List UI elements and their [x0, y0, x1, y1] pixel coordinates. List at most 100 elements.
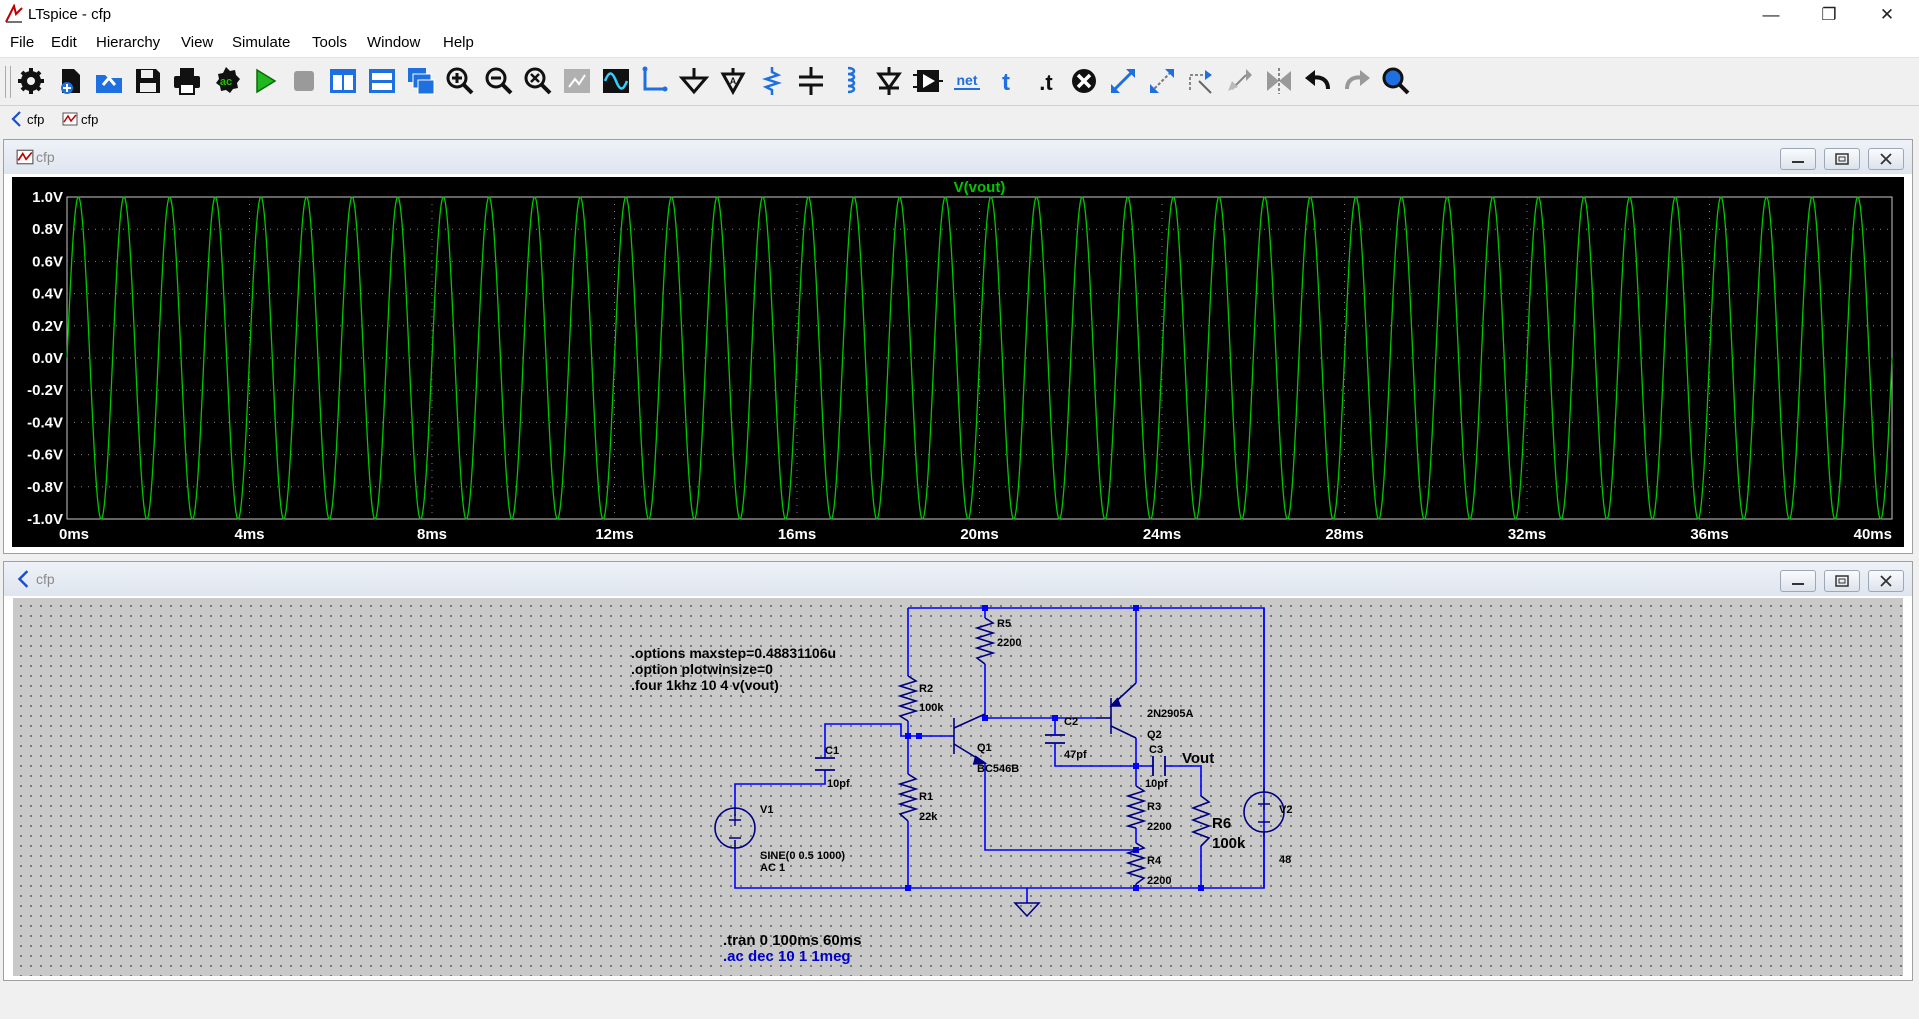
- net-label-vout[interactable]: Vout: [1182, 750, 1215, 767]
- close-button[interactable]: ✕: [1879, 5, 1895, 24]
- toolbar-rotate-button[interactable]: [1184, 64, 1218, 98]
- toolbar-cascade-button[interactable]: [404, 64, 438, 98]
- minimize-window-button[interactable]: [1780, 148, 1816, 170]
- c2-value[interactable]: 47pf: [1064, 749, 1087, 761]
- toolbar-waveform-button[interactable]: [599, 64, 633, 98]
- toolbar-resistor-button[interactable]: [755, 64, 789, 98]
- toolbar-component-button[interactable]: [911, 64, 945, 98]
- menu-view[interactable]: View: [181, 34, 214, 51]
- r2-value[interactable]: 100k: [919, 702, 944, 714]
- maximize-window-button[interactable]: [1824, 570, 1860, 592]
- menu-window[interactable]: Window: [367, 34, 421, 51]
- v1-ac-value[interactable]: AC 1: [760, 862, 786, 874]
- toolbar-print-button[interactable]: [170, 64, 204, 98]
- schematic-window[interactable]: cfp: [3, 561, 1913, 981]
- c3-value[interactable]: 10pf: [1145, 778, 1168, 790]
- directive-ac[interactable]: .ac dec 10 1 1meg: [723, 948, 851, 965]
- toolbar-find-button[interactable]: [1379, 64, 1413, 98]
- toolbar-save-button[interactable]: [131, 64, 165, 98]
- c1-value[interactable]: 10pf: [827, 778, 850, 790]
- toolbar-new-schematic-button[interactable]: [53, 64, 87, 98]
- maximize-window-button[interactable]: [1824, 148, 1860, 170]
- v2-ref[interactable]: V2: [1279, 804, 1293, 816]
- menu-simulate[interactable]: Simulate: [232, 34, 291, 51]
- directive-option-plotwinsize[interactable]: .option plotwinsize=0: [631, 661, 773, 677]
- r2-ref[interactable]: R2: [919, 683, 934, 695]
- q1-ref[interactable]: Q1: [977, 742, 992, 754]
- schematic-canvas[interactable]: .options maxstep=0.48831106u .option plo…: [13, 598, 1903, 976]
- schematic-window-caption[interactable]: [4, 562, 1912, 596]
- toolbar-text-button[interactable]: t: [989, 64, 1023, 98]
- menu-file[interactable]: File: [10, 34, 35, 51]
- toolbar-zoom-fit-button[interactable]: [521, 64, 555, 98]
- toolbar-grip[interactable]: [5, 66, 11, 98]
- minimize-button[interactable]: —: [1762, 5, 1780, 24]
- tab-waveform-cfp[interactable]: cfp: [62, 108, 98, 130]
- r1-ref[interactable]: R1: [919, 791, 934, 803]
- directive-tran[interactable]: .tran 0 100ms 60ms: [723, 932, 862, 949]
- v2-value[interactable]: 48: [1279, 854, 1292, 866]
- toolbar-open-button[interactable]: [92, 64, 126, 98]
- r4-ref[interactable]: R4: [1147, 855, 1162, 867]
- voltage-sources: [714, 788, 1285, 849]
- toolbar-ac-analysis-button[interactable]: ac: [209, 64, 243, 98]
- toolbar-delete-button[interactable]: [1067, 64, 1101, 98]
- c3-ref[interactable]: C3: [1149, 744, 1164, 756]
- toolbar-draw-button[interactable]: [1262, 64, 1296, 98]
- directive-options-maxstep[interactable]: .options maxstep=0.48831106u: [631, 645, 837, 661]
- r1-value[interactable]: 22k: [919, 811, 938, 823]
- toolbar-tile-vertical-button[interactable]: [326, 64, 360, 98]
- close-window-button[interactable]: [1868, 570, 1904, 592]
- v1-ref[interactable]: V1: [760, 804, 774, 816]
- menu-tools[interactable]: Tools: [312, 34, 348, 51]
- toolbar-diode-button[interactable]: [872, 64, 906, 98]
- toolbar-settings-button[interactable]: [14, 64, 48, 98]
- toolbar-net-name-button[interactable]: net: [950, 64, 984, 98]
- r6-value[interactable]: 100k: [1212, 835, 1246, 852]
- toolbar-undo-button[interactable]: [1301, 64, 1335, 98]
- c1-ref[interactable]: C1: [825, 745, 840, 757]
- menu-help[interactable]: Help: [443, 34, 474, 51]
- diode-icon: [876, 67, 902, 95]
- toolbar-label-net-button[interactable]: A: [716, 64, 750, 98]
- waveform-window-caption[interactable]: [4, 140, 1912, 174]
- toolbar-zoom-in-button[interactable]: [443, 64, 477, 98]
- menu-edit[interactable]: Edit: [51, 34, 77, 51]
- restore-button[interactable]: ❐: [1821, 5, 1837, 24]
- toolbar-tile-horizontal-button[interactable]: [365, 64, 399, 98]
- toolbar-ground-button[interactable]: [677, 64, 711, 98]
- toolbar-zoom-out-button[interactable]: [482, 64, 516, 98]
- v1-value[interactable]: SINE(0 0.5 1000): [760, 850, 845, 862]
- tab-schematic-cfp[interactable]: cfp: [10, 108, 44, 130]
- q2-value[interactable]: 2N2905A: [1147, 708, 1194, 720]
- drag-icon: [1150, 69, 1174, 93]
- toolbar-capacitor-button[interactable]: [794, 64, 828, 98]
- q1-value[interactable]: BC546B: [977, 763, 1020, 775]
- toolbar-mirror-button[interactable]: [1223, 64, 1257, 98]
- toolbar-move-button[interactable]: [1106, 64, 1140, 98]
- toolbar-halt-button[interactable]: [287, 64, 321, 98]
- r3-value[interactable]: 2200: [1147, 821, 1172, 833]
- toolbar-autorange-button[interactable]: [560, 64, 594, 98]
- r5-ref[interactable]: R5: [997, 618, 1012, 630]
- c2-ref[interactable]: C2: [1064, 716, 1079, 728]
- toolbar-inductor-button[interactable]: [833, 64, 867, 98]
- menu-hierarchy[interactable]: Hierarchy: [96, 34, 161, 51]
- r6-ref[interactable]: R6: [1212, 815, 1232, 832]
- circuit-diagram[interactable]: [13, 598, 1903, 976]
- r3-ref[interactable]: R3: [1147, 801, 1162, 813]
- r5-value[interactable]: 2200: [997, 637, 1022, 649]
- toolbar-wire-button[interactable]: [638, 64, 672, 98]
- q2-ref[interactable]: Q2: [1147, 729, 1162, 741]
- toolbar-spice-directive-button[interactable]: .t: [1028, 64, 1062, 98]
- toolbar-run-button[interactable]: [248, 64, 282, 98]
- toolbar-redo-button[interactable]: [1340, 64, 1374, 98]
- r4-value[interactable]: 2200: [1147, 875, 1172, 887]
- directive-four[interactable]: .four 1khz 10 4 v(vout): [631, 677, 779, 693]
- close-window-button[interactable]: [1868, 148, 1904, 170]
- toolbar-drag-button[interactable]: [1145, 64, 1179, 98]
- minimize-window-button[interactable]: [1780, 570, 1816, 592]
